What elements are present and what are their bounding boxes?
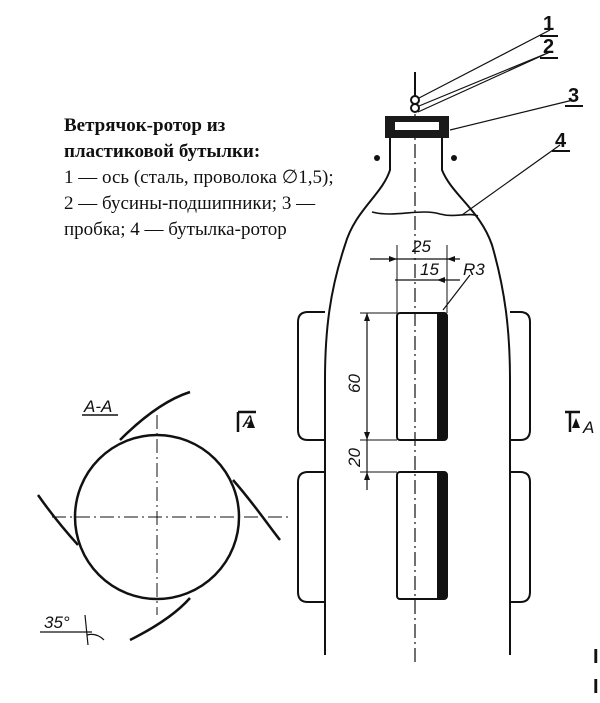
callout-3: 3	[568, 85, 579, 107]
section-blade-right	[232, 479, 281, 541]
flap-lower	[437, 473, 446, 598]
arrow-25-left	[389, 256, 397, 262]
blade-right-lower	[510, 471, 531, 603]
section-title: A-A	[83, 397, 112, 416]
caption-title: Ветрячок-ротор из пластиковой бутылки:	[64, 115, 261, 162]
leader-1	[418, 29, 551, 99]
window-lower	[396, 471, 448, 600]
leader-2b	[417, 51, 551, 113]
angle-ref-line	[84, 614, 89, 646]
blade-right-upper	[510, 311, 531, 441]
angle-arc	[86, 633, 105, 641]
leader-4	[461, 144, 561, 216]
blade-left-upper	[297, 311, 325, 441]
section-blade-top	[119, 390, 191, 441]
callout-2: 2	[543, 36, 554, 58]
edge-glyph-2: I	[593, 676, 599, 698]
bottle-right-outline	[441, 138, 511, 655]
section-arrow-left	[247, 418, 255, 428]
neck-ring-left	[374, 155, 380, 161]
r3-leader	[442, 274, 471, 311]
neck-ring-right	[451, 155, 457, 161]
arrow-25-right	[447, 256, 455, 262]
dim-label-15: 15	[420, 260, 439, 279]
section-blade-left	[36, 494, 79, 546]
cap-highlight	[395, 122, 439, 130]
arrow-20-bottom	[364, 472, 370, 480]
leader-3	[449, 99, 574, 131]
dim-label-60: 60	[345, 374, 364, 393]
section-arrow-right	[572, 418, 580, 428]
bottle-left-outline	[324, 138, 391, 655]
edge-glyph-1: I	[593, 646, 599, 668]
angle-label: 35°	[44, 613, 70, 632]
arrow-15-right	[437, 277, 445, 283]
leader-2a	[418, 51, 551, 107]
flap-upper	[437, 314, 446, 439]
section-mark-left-label: A	[242, 412, 254, 431]
callout-1: 1	[543, 13, 554, 35]
callout-4: 4	[555, 130, 567, 152]
section-mark-right-label: A	[582, 418, 594, 437]
blade-left-lower	[297, 471, 325, 603]
arrow-60-bottom	[364, 432, 370, 440]
window-upper	[396, 312, 448, 441]
cut-line	[371, 211, 479, 217]
caption-body: 1 — ось (сталь, проволока ∅1,5); 2 — бус…	[64, 167, 334, 240]
bead-lower	[410, 103, 420, 113]
section-blade-bottom	[129, 597, 191, 642]
bead-upper	[410, 95, 420, 105]
arrow-60-top	[364, 313, 370, 321]
figure-caption: Ветрячок-ротор из пластиковой бутылки: 1…	[64, 113, 334, 243]
dim-label-r3: R3	[463, 260, 485, 279]
dim-label-20: 20	[345, 448, 364, 468]
dim-label-25: 25	[411, 237, 431, 256]
